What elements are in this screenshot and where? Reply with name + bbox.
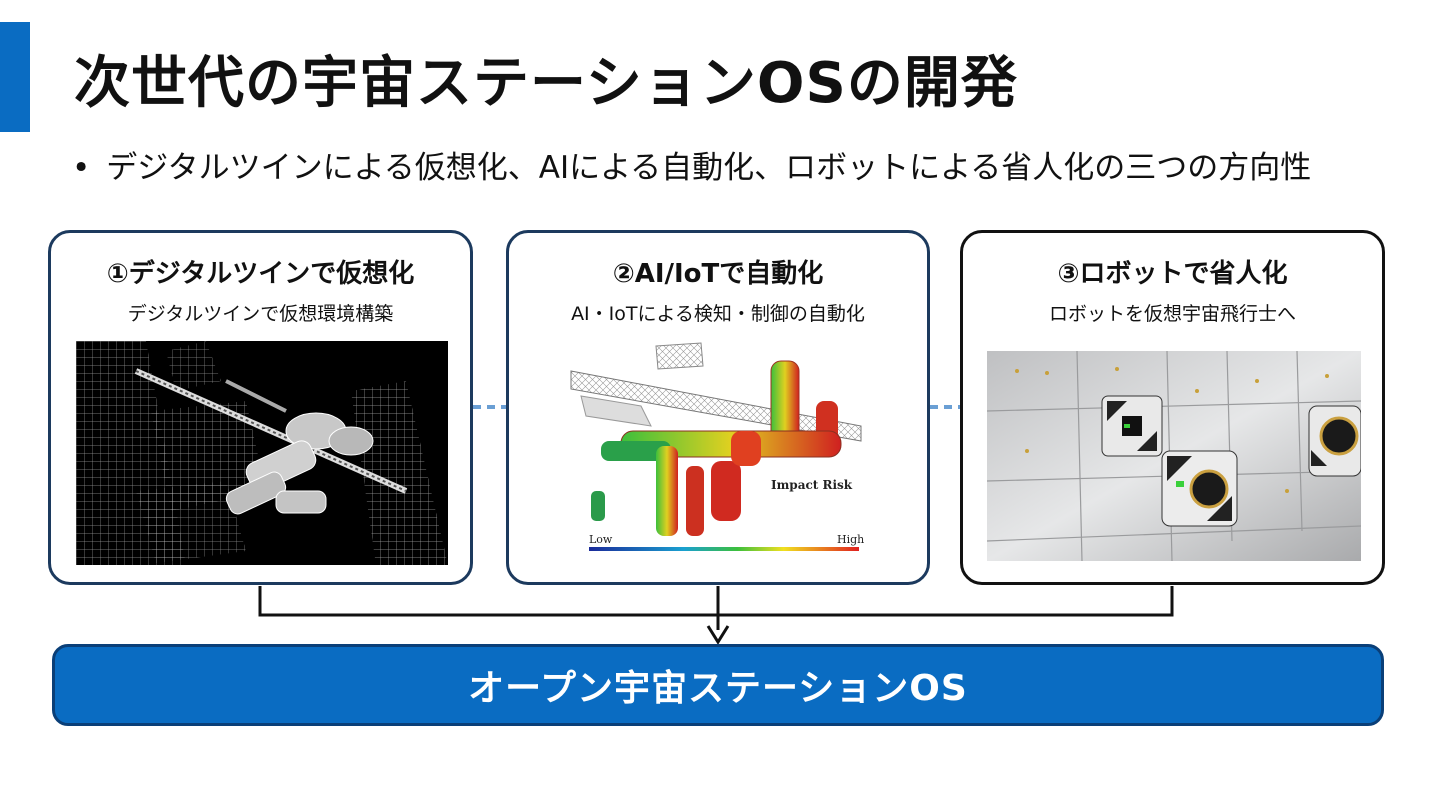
card-digital-twin: ①デジタルツインで仮想化 デジタルツインで仮想環境構築 — [48, 230, 473, 585]
scale-high-label: High — [837, 533, 864, 546]
scale-low-label: Low — [589, 533, 613, 546]
card-robot: ③ロボットで省人化 ロボットを仮想宇宙飛行士へ — [960, 230, 1385, 585]
iss-wireframe-image — [76, 341, 448, 565]
risk-color-scale — [589, 547, 859, 551]
card-subtitle: ロボットを仮想宇宙飛行士へ — [963, 299, 1382, 326]
impact-risk-label: Impact Risk — [771, 478, 853, 492]
os-bar-label: オープン宇宙ステーションOS — [468, 659, 968, 711]
card-subtitle: AI・IoTによる検知・制御の自動化 — [509, 299, 927, 326]
merge-bracket — [260, 586, 1172, 615]
card-subtitle: デジタルツインで仮想環境構築 — [51, 299, 470, 326]
iss-impact-risk-heatmap: Impact Risk Low High — [561, 341, 871, 561]
open-space-station-os-bar: オープン宇宙ステーションOS — [52, 644, 1384, 726]
card-title: ③ロボットで省人化 — [963, 253, 1382, 290]
card-title: ①デジタルツインで仮想化 — [51, 253, 470, 290]
astrobee-robots-image — [987, 351, 1361, 561]
card-ai-iot: ②AI/IoTで自動化 AI・IoTによる検知・制御の自動化 — [506, 230, 930, 585]
card-title: ②AI/IoTで自動化 — [509, 253, 927, 290]
